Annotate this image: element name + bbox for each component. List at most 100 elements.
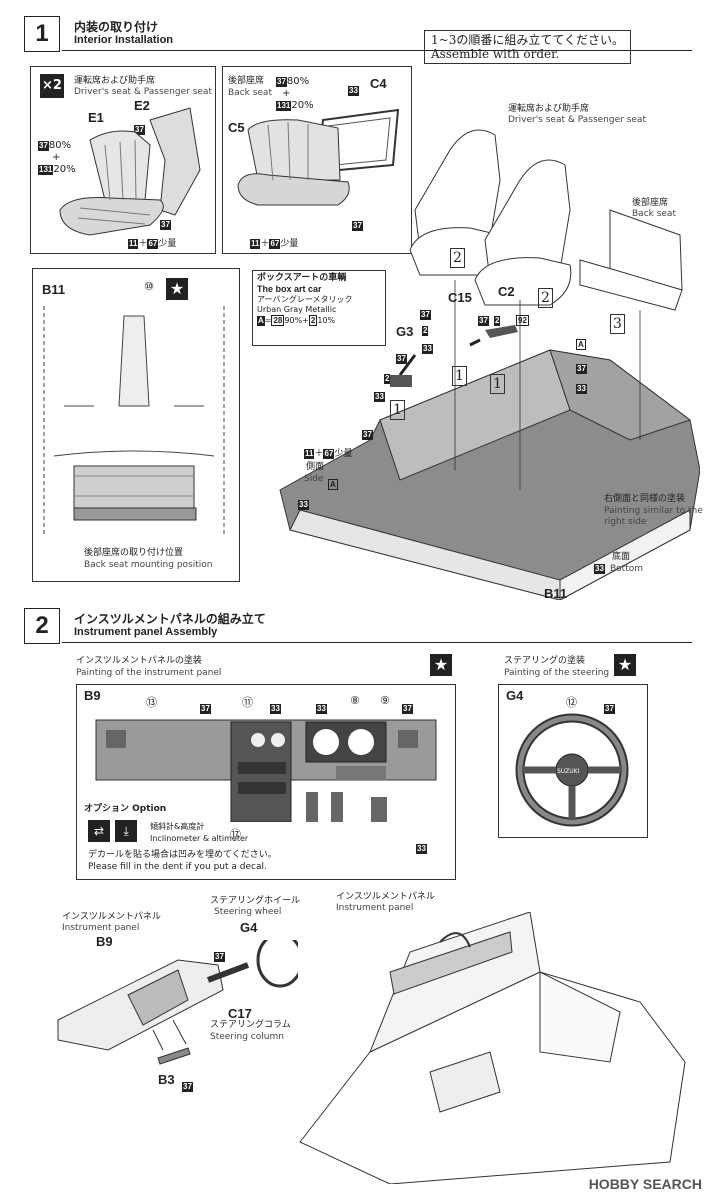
right-side-note-jp: 右側面と同様の塗装 [604, 494, 686, 504]
paint-67: 67 [147, 239, 159, 249]
star-icon: ★ [166, 278, 188, 300]
ratio-80: 80% [286, 76, 310, 87]
paint-37-back-seat: 37 [352, 221, 363, 231]
star-icon: ★ [430, 654, 452, 676]
step-2-rule [62, 642, 692, 643]
callout-12: ⑫ [566, 696, 577, 709]
paint-37-c2: 37 2 [478, 316, 501, 326]
paint-131: 131 [276, 101, 292, 111]
part-c5-label: C5 [228, 120, 245, 135]
b11-detail-label: B11 [42, 282, 66, 297]
multiplier-badge: ×2 [40, 74, 64, 98]
asm-panel2-label-en: Instrument panel [336, 903, 414, 913]
paint-33-body: 33 [576, 384, 587, 394]
paint-37-c15: 37 [420, 310, 431, 320]
paint-33-bottom: 33 [594, 564, 605, 574]
boxart-color-jp: アーバングレーメタリック [257, 295, 353, 304]
small-amount: 少量 [280, 239, 299, 249]
watermark: HOBBY SEARCH [588, 1176, 702, 1192]
decal-note-jp: デカールを貼る場合は凹みを埋めてください。 [88, 850, 277, 860]
back-seat-main-en: Back seat [632, 209, 676, 219]
paint-37-g3: 37 [396, 354, 407, 364]
paint-33-pedals: 33 [416, 844, 427, 854]
ratio-20: 20% [291, 100, 314, 111]
option-title: オプション Option [84, 804, 167, 814]
order-2-seat-a: 2 [450, 248, 465, 268]
paint-37-seat-side: 37 [160, 220, 171, 230]
steer-paint-label-en: Painting of the steering [504, 668, 610, 678]
order-2-seat-b: 2 [538, 288, 553, 308]
asm-c17-label: C17 [228, 1006, 252, 1021]
panel-paint-label-jp: インスツルメントパネルの塗装 [76, 656, 202, 666]
altitude-icon: ⤓ [115, 820, 138, 842]
step-1-number: 1 [24, 16, 60, 52]
callout-17: ⑰ [230, 828, 241, 841]
asm-column-label-jp: ステアリングコラム [210, 1020, 291, 1030]
boxart-label-en: The box art car [257, 284, 322, 294]
asm-paint-37: 37 [214, 952, 225, 962]
paint-11: 11 [128, 239, 139, 249]
front-seat-label-jp: 運転席および助手席 [74, 76, 156, 86]
order-3-back-seat: 3 [610, 314, 625, 334]
part-g3-label: G3 [396, 324, 414, 339]
order-1-c2: 1 [490, 374, 505, 394]
paint-67: 67 [269, 239, 281, 249]
vehicle-assembly-illustration [299, 912, 686, 1184]
tilt-arrows-icon: ⇄ [88, 820, 110, 842]
paint-11: 11 [250, 239, 261, 249]
decal-note-en: Please fill in the dent if you put a dec… [88, 862, 267, 872]
asm-g4-label: G4 [240, 920, 258, 935]
step-1-rule [62, 50, 692, 51]
paint-33-floor: 33 [298, 500, 309, 510]
asm-panel-label-en: Instrument panel [62, 923, 140, 933]
back-seat-main-jp: 後部座席 [632, 198, 669, 208]
assembly-order-note-en: Assemble with order. [431, 47, 560, 61]
vehicle-interior-illustration [279, 129, 700, 600]
panel-paint-label-en: Painting of the instrument panel [76, 668, 222, 678]
paint-a-marker-side: A [328, 479, 338, 490]
paint-37-side: 37 [362, 430, 373, 440]
paint-92-c2: 92 [516, 315, 529, 326]
asm-b9-label: B9 [96, 934, 113, 949]
part-c4-label: C4 [370, 76, 387, 91]
asm-panel2-label-jp: インスツルメントパネル [336, 892, 435, 902]
boxart-color-en: Urban Gray Metallic [257, 305, 337, 314]
part-c15-label: C15 [448, 290, 472, 305]
paint-33-c4: 33 [348, 86, 359, 96]
option-label-jp: 傾斜計&高度計 [150, 822, 205, 831]
paint-37: 37 [38, 141, 49, 151]
steer-paint-label-jp: ステアリングの塗装 [504, 656, 586, 666]
asm-b3-label: B3 [158, 1072, 175, 1087]
boxart-label-jp: ボックスアートの車輌 [257, 273, 347, 283]
paint-37-e2: 37 [134, 125, 145, 135]
asm-panel-label-jp: インスツルメントパネル [62, 912, 161, 922]
step-1-title-en: Interior Installation [74, 34, 174, 46]
paint-33-panel-b: 33 [316, 704, 327, 714]
paint-2-g3: 2 [384, 374, 391, 384]
callout-8: ⑧ [350, 694, 360, 707]
b11-callout-10: ⑩ [144, 280, 154, 293]
paint-33-panel-a: 33 [270, 704, 281, 714]
front-seat-illustration [59, 107, 201, 236]
callout-9: ⑨ [380, 694, 390, 707]
paint-37: 37 [276, 77, 287, 87]
steering-logo-text: SUZUKI [557, 768, 580, 775]
panel-assembly-illustration [57, 940, 298, 1065]
part-e2-label: E2 [134, 98, 150, 113]
part-b11-main-label: B11 [544, 586, 568, 601]
star-icon: ★ [614, 654, 636, 676]
paint-33-c15: 33 [422, 344, 433, 354]
back-seat-illustration [237, 108, 400, 206]
option-icons: ⇄ ⤓ [88, 820, 138, 842]
step-2-title-jp: インスツルメントパネルの組み立て [74, 612, 266, 626]
paint-2-c15: 2 [422, 326, 429, 336]
paint-11-67-side: 11＋67少量 [304, 449, 353, 459]
side-label-en: Side [304, 474, 324, 484]
step-2-title-en: Instrument panel Assembly [74, 626, 218, 638]
asm-column-label-en: Steering column [210, 1032, 284, 1042]
paint-37-body: 37 [576, 364, 587, 374]
step-1-title-jp: 内装の取り付け [74, 20, 159, 34]
front-seats-label-jp: 運転席および助手席 [508, 104, 590, 114]
asm-paint-37-b3: 37 [182, 1082, 193, 1092]
instrument-panel-illustration [95, 719, 437, 822]
